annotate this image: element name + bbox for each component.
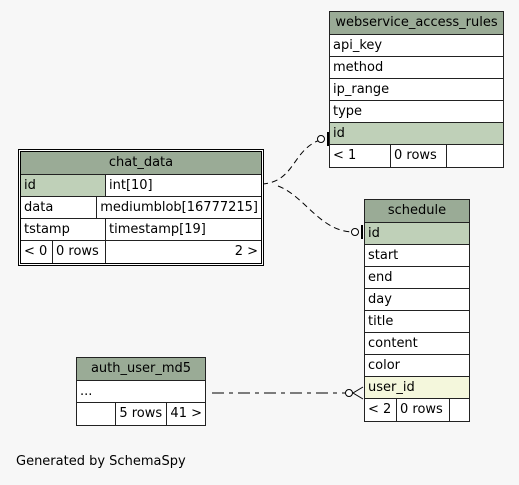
column-row-primary-key: id	[365, 223, 469, 245]
column-name: tstamp	[24, 222, 70, 237]
column-name: user_id	[368, 380, 415, 395]
parents-count[interactable]: < 0	[24, 244, 48, 259]
row-count: 5 rows	[115, 403, 166, 425]
column-row: data mediumblob[16777215]	[21, 197, 261, 219]
empty-cell	[77, 403, 115, 425]
column-row: api_key	[330, 35, 503, 57]
parents-count[interactable]: < 1	[333, 148, 357, 163]
table-chat-data[interactable]: chat_data id int[10] data mediumblob[167…	[18, 149, 264, 266]
column-row: type	[330, 101, 503, 123]
column-row: tstamp timestamp[19]	[21, 219, 261, 241]
column-name: type	[333, 104, 363, 119]
column-row: end	[365, 267, 469, 289]
row-count: 0 rows	[390, 145, 446, 167]
table-footer: < 2 0 rows	[365, 399, 469, 421]
column-row: content	[365, 333, 469, 355]
table-title: chat_data	[21, 152, 261, 175]
column-name: start	[368, 248, 399, 263]
column-row: day	[365, 289, 469, 311]
column-row: color	[365, 355, 469, 377]
parents-count[interactable]: < 2	[368, 402, 392, 417]
column-name: ...	[80, 384, 93, 399]
column-name: id	[21, 175, 105, 196]
column-name: color	[368, 358, 401, 373]
relation-chat-to-schedule	[277, 185, 355, 233]
relation-auth-crowfoot-marker	[352, 386, 364, 400]
relation-chat-to-webservice	[261, 139, 321, 185]
column-name: end	[368, 270, 393, 285]
column-row: title	[365, 311, 469, 333]
table-auth-user-md5[interactable]: auth_user_md5 ... 5 rows 41 >	[76, 357, 206, 426]
table-webservice-access-rules[interactable]: webservice_access_rules api_key method i…	[329, 11, 504, 168]
column-name: method	[333, 60, 384, 75]
column-row-primary-key: id	[330, 123, 503, 145]
column-row: ...	[77, 381, 205, 403]
column-type: int[10]	[105, 175, 261, 196]
table-title: schedule	[365, 200, 469, 223]
column-type: mediumblob[16777215]	[96, 197, 261, 218]
table-footer: 5 rows 41 >	[77, 403, 205, 425]
column-row: start	[365, 245, 469, 267]
column-name: content	[368, 336, 418, 351]
children-count[interactable]: 41 >	[166, 403, 205, 425]
empty-cell	[449, 399, 469, 421]
column-name: title	[368, 314, 394, 329]
relation-auth-zero-marker	[345, 389, 353, 397]
column-type: timestamp[19]	[105, 219, 261, 240]
column-name: data	[24, 200, 54, 215]
relation-schedule-zero-marker	[351, 228, 359, 236]
column-name: ip_range	[333, 82, 390, 97]
relation-webservice-zero-marker	[317, 135, 325, 143]
column-row-foreign-key: user_id	[365, 377, 469, 399]
column-name: id	[368, 226, 380, 241]
row-count: 0 rows	[52, 241, 105, 263]
table-title: webservice_access_rules	[330, 12, 503, 35]
table-footer: < 0 0 rows 2 >	[21, 241, 261, 263]
row-count: 0 rows	[396, 399, 449, 421]
table-title: auth_user_md5	[77, 358, 205, 381]
table-footer: < 1 0 rows	[330, 145, 503, 167]
table-schedule[interactable]: schedule id start end day title content …	[364, 199, 470, 422]
column-name: day	[368, 292, 392, 307]
column-row-primary-key: id int[10]	[21, 175, 261, 197]
column-row: ip_range	[330, 79, 503, 101]
column-row: method	[330, 57, 503, 79]
generated-by-text: Generated by SchemaSpy	[16, 454, 186, 469]
empty-cell	[446, 145, 503, 167]
column-name: id	[333, 126, 345, 141]
column-name: api_key	[333, 38, 383, 53]
children-count[interactable]: 2 >	[105, 241, 261, 263]
